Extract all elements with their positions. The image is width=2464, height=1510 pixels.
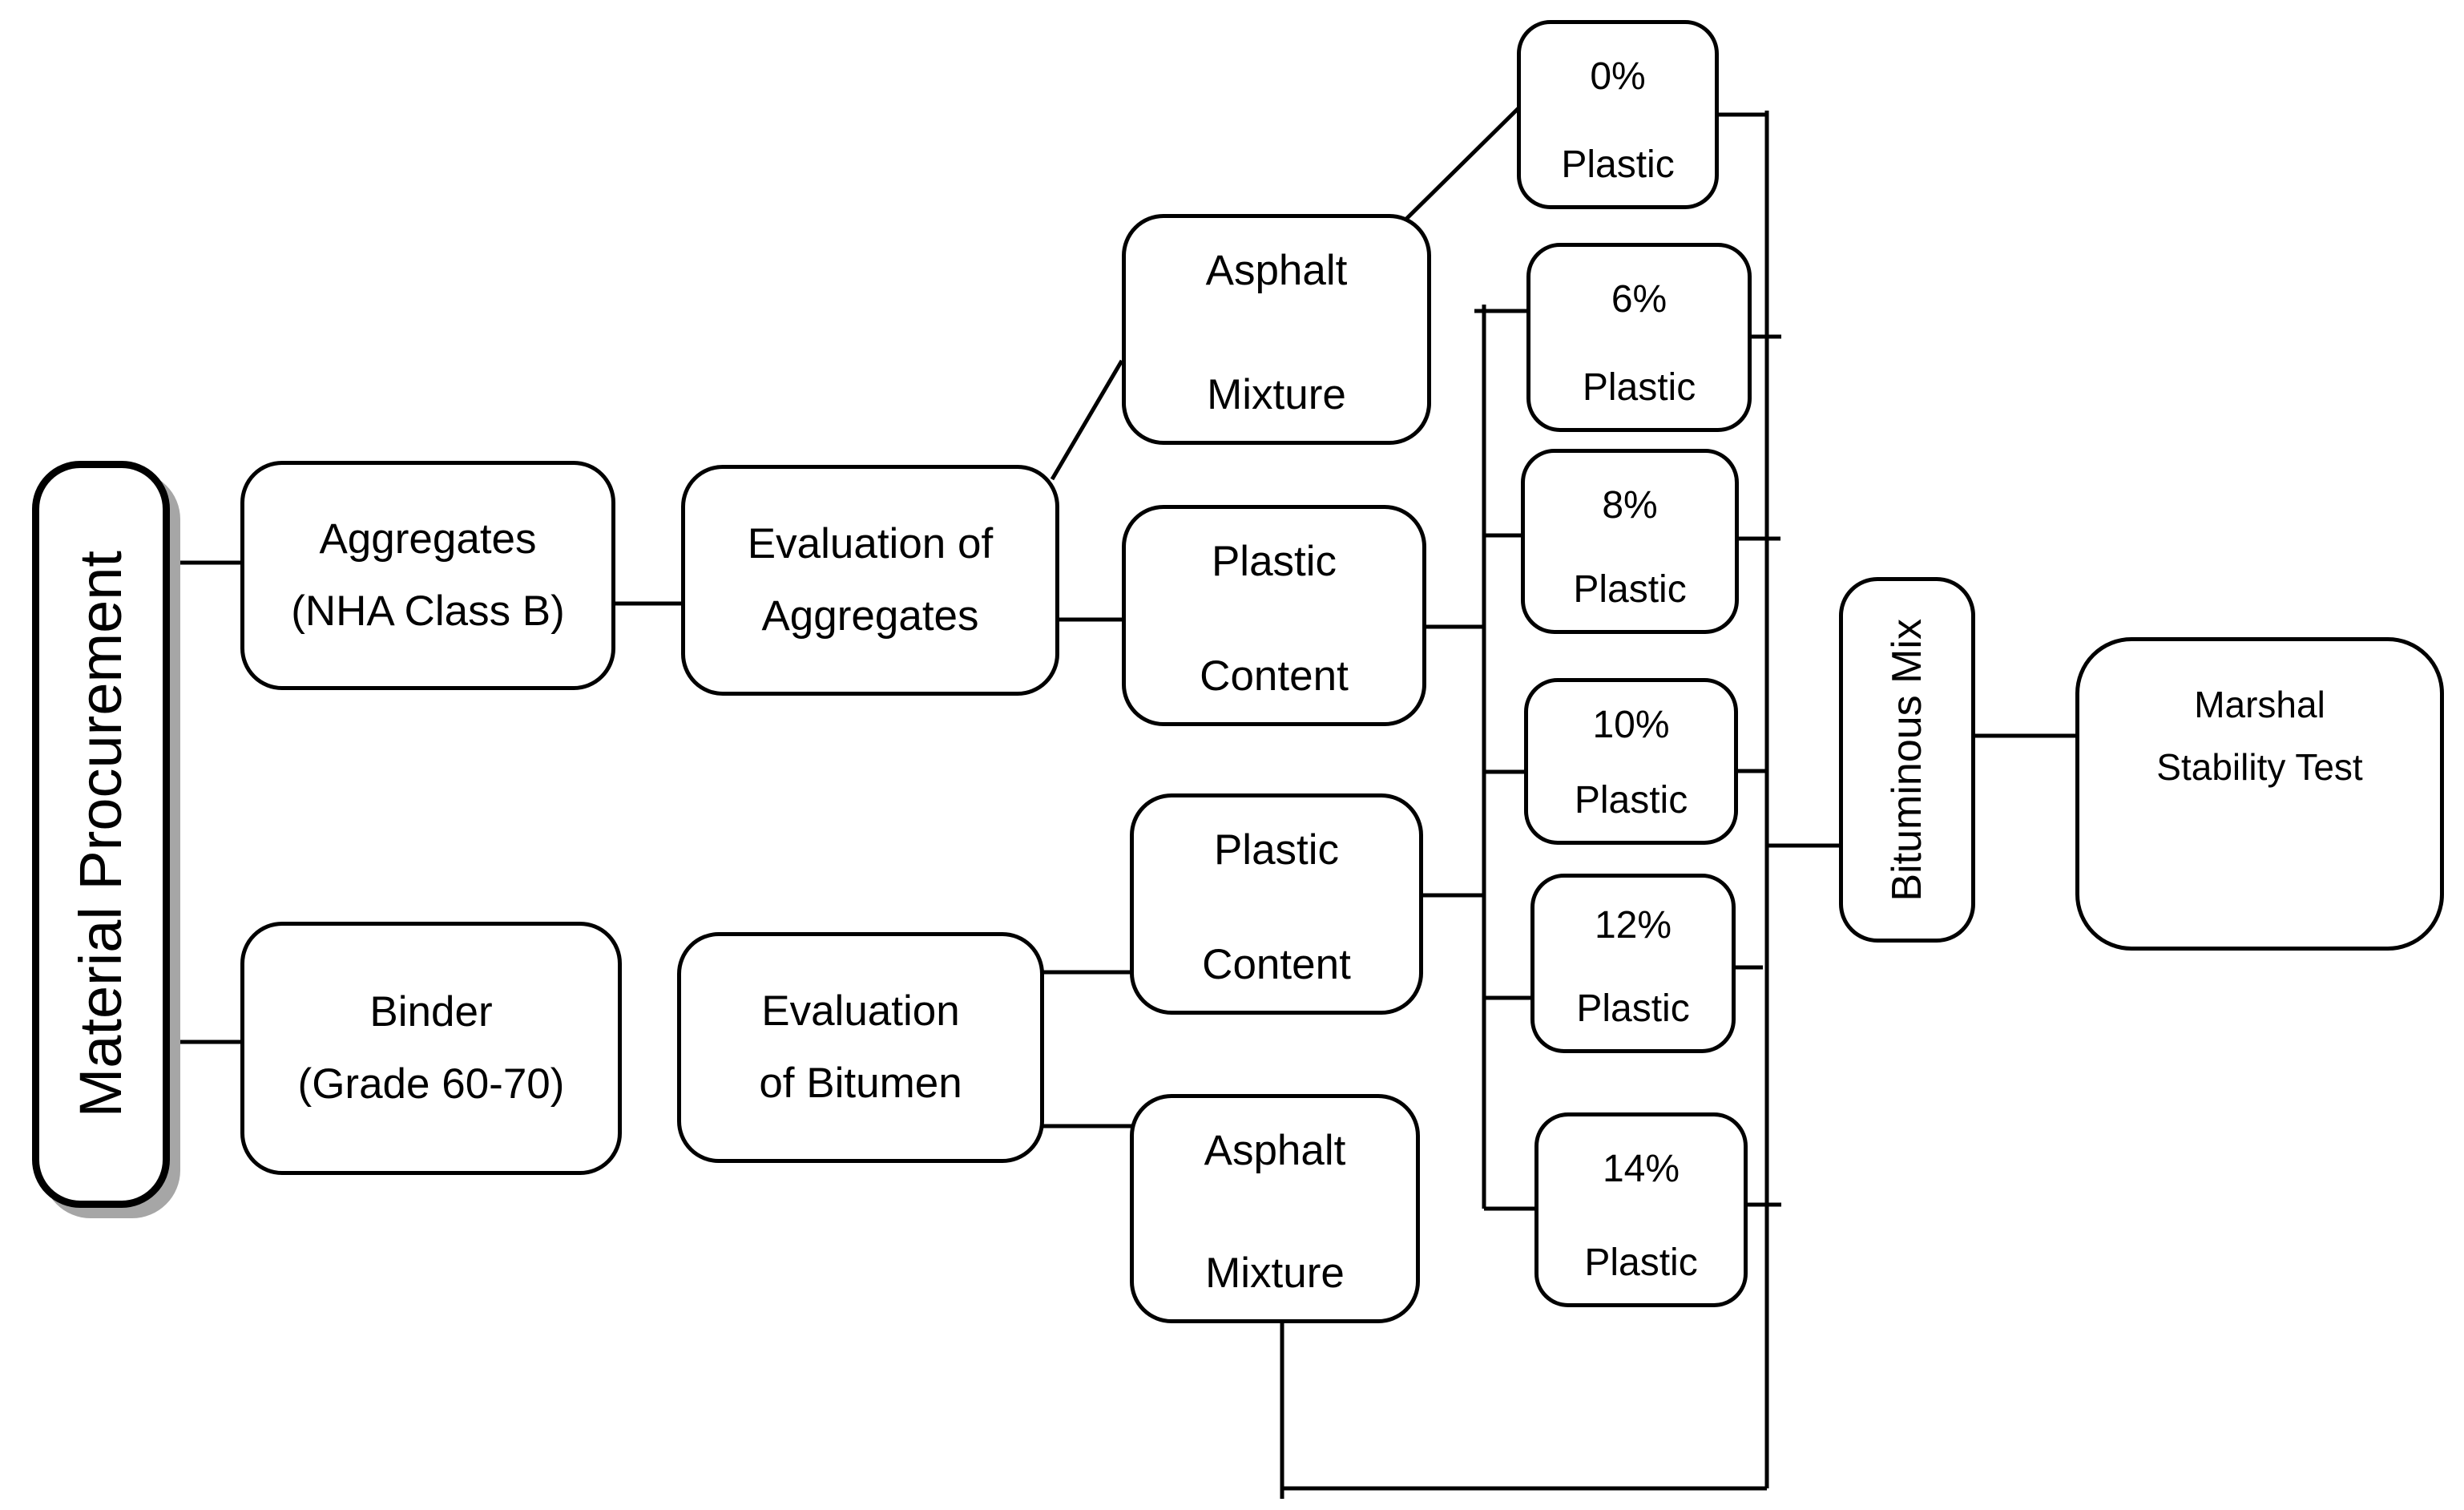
node-bituminous-mix-label: Bituminous Mix bbox=[1883, 618, 1930, 902]
node-evaluation-of-bitumen-line2: of Bitumen bbox=[759, 1060, 962, 1107]
node-asphalt-mixture-top-line2: Mixture bbox=[1207, 371, 1346, 419]
node-binder-line1: Binder bbox=[369, 987, 493, 1036]
node-plastic-content-top-line1: Plastic bbox=[1211, 538, 1337, 585]
node-12-percent-plastic: 12% Plastic bbox=[1530, 874, 1736, 1053]
node-marshal-stability-test-line1: Marshal bbox=[2194, 684, 2325, 725]
node-0-percent-plastic-line2: Plastic bbox=[1561, 143, 1675, 187]
node-material-procurement-label: Material Procurement bbox=[67, 551, 135, 1118]
node-evaluation-of-aggregates: Evaluation of Aggregates bbox=[681, 465, 1059, 696]
connector-evaluation-asphalt-mixture-top bbox=[1050, 359, 1124, 481]
node-aggregates-line1: Aggregates bbox=[319, 515, 537, 563]
node-evaluation-of-bitumen-line1: Evaluation bbox=[761, 987, 960, 1035]
node-plastic-content-bottom-line1: Plastic bbox=[1213, 826, 1340, 874]
node-asphalt-mixture-bottom-line2: Mixture bbox=[1205, 1250, 1345, 1298]
node-plastic-content-top: Plastic Content bbox=[1122, 505, 1426, 726]
node-8-percent-plastic-line1: 8% bbox=[1602, 484, 1658, 527]
node-10-percent-plastic: 10% Plastic bbox=[1524, 678, 1738, 845]
node-evaluation-of-aggregates-line1: Evaluation of bbox=[747, 519, 994, 567]
node-12-percent-plastic-line1: 12% bbox=[1594, 904, 1672, 947]
node-marshal-stability-test-line2: Stability Test bbox=[2156, 746, 2363, 789]
node-evaluation-of-bitumen: Evaluation of Bitumen bbox=[677, 932, 1044, 1163]
node-bituminous-mix: Bituminous Mix bbox=[1839, 577, 1975, 943]
node-evaluation-of-aggregates-line2: Aggregates bbox=[761, 592, 979, 640]
node-0-percent-plastic: 0% Plastic bbox=[1517, 20, 1719, 209]
node-asphalt-mixture-top-line1: Asphalt bbox=[1205, 247, 1348, 294]
node-binder: Binder (Grade 60-70) bbox=[240, 922, 622, 1175]
node-plastic-content-top-line2: Content bbox=[1200, 652, 1349, 700]
node-6-percent-plastic-line2: Plastic bbox=[1582, 366, 1696, 410]
node-asphalt-mixture-bottom: Asphalt Mixture bbox=[1130, 1094, 1420, 1323]
node-material-procurement: Material Procurement bbox=[32, 461, 170, 1208]
node-plastic-content-bottom: Plastic Content bbox=[1130, 793, 1423, 1015]
node-14-percent-plastic-line2: Plastic bbox=[1584, 1242, 1698, 1285]
node-14-percent-plastic-line1: 14% bbox=[1602, 1148, 1680, 1190]
connector-asphalt-mixture-0pct bbox=[1395, 105, 1522, 230]
node-plastic-content-bottom-line2: Content bbox=[1202, 941, 1351, 989]
node-14-percent-plastic: 14% Plastic bbox=[1534, 1112, 1748, 1307]
node-binder-line2: (Grade 60-70) bbox=[297, 1060, 565, 1108]
node-aggregates-line2: (NHA Class B) bbox=[291, 587, 565, 635]
node-8-percent-plastic: 8% Plastic bbox=[1521, 449, 1739, 634]
node-asphalt-mixture-top: Asphalt Mixture bbox=[1122, 214, 1431, 445]
node-asphalt-mixture-bottom-line1: Asphalt bbox=[1204, 1127, 1346, 1174]
node-6-percent-plastic-line1: 6% bbox=[1611, 278, 1668, 321]
node-aggregates: Aggregates (NHA Class B) bbox=[240, 461, 615, 690]
node-marshal-stability-test: Marshal Stability Test bbox=[2075, 637, 2444, 951]
node-6-percent-plastic: 6% Plastic bbox=[1526, 243, 1752, 432]
node-12-percent-plastic-line2: Plastic bbox=[1576, 987, 1690, 1031]
node-8-percent-plastic-line2: Plastic bbox=[1573, 568, 1687, 612]
node-10-percent-plastic-line2: Plastic bbox=[1574, 779, 1688, 822]
node-0-percent-plastic-line1: 0% bbox=[1590, 55, 1646, 98]
node-10-percent-plastic-line1: 10% bbox=[1592, 704, 1670, 746]
